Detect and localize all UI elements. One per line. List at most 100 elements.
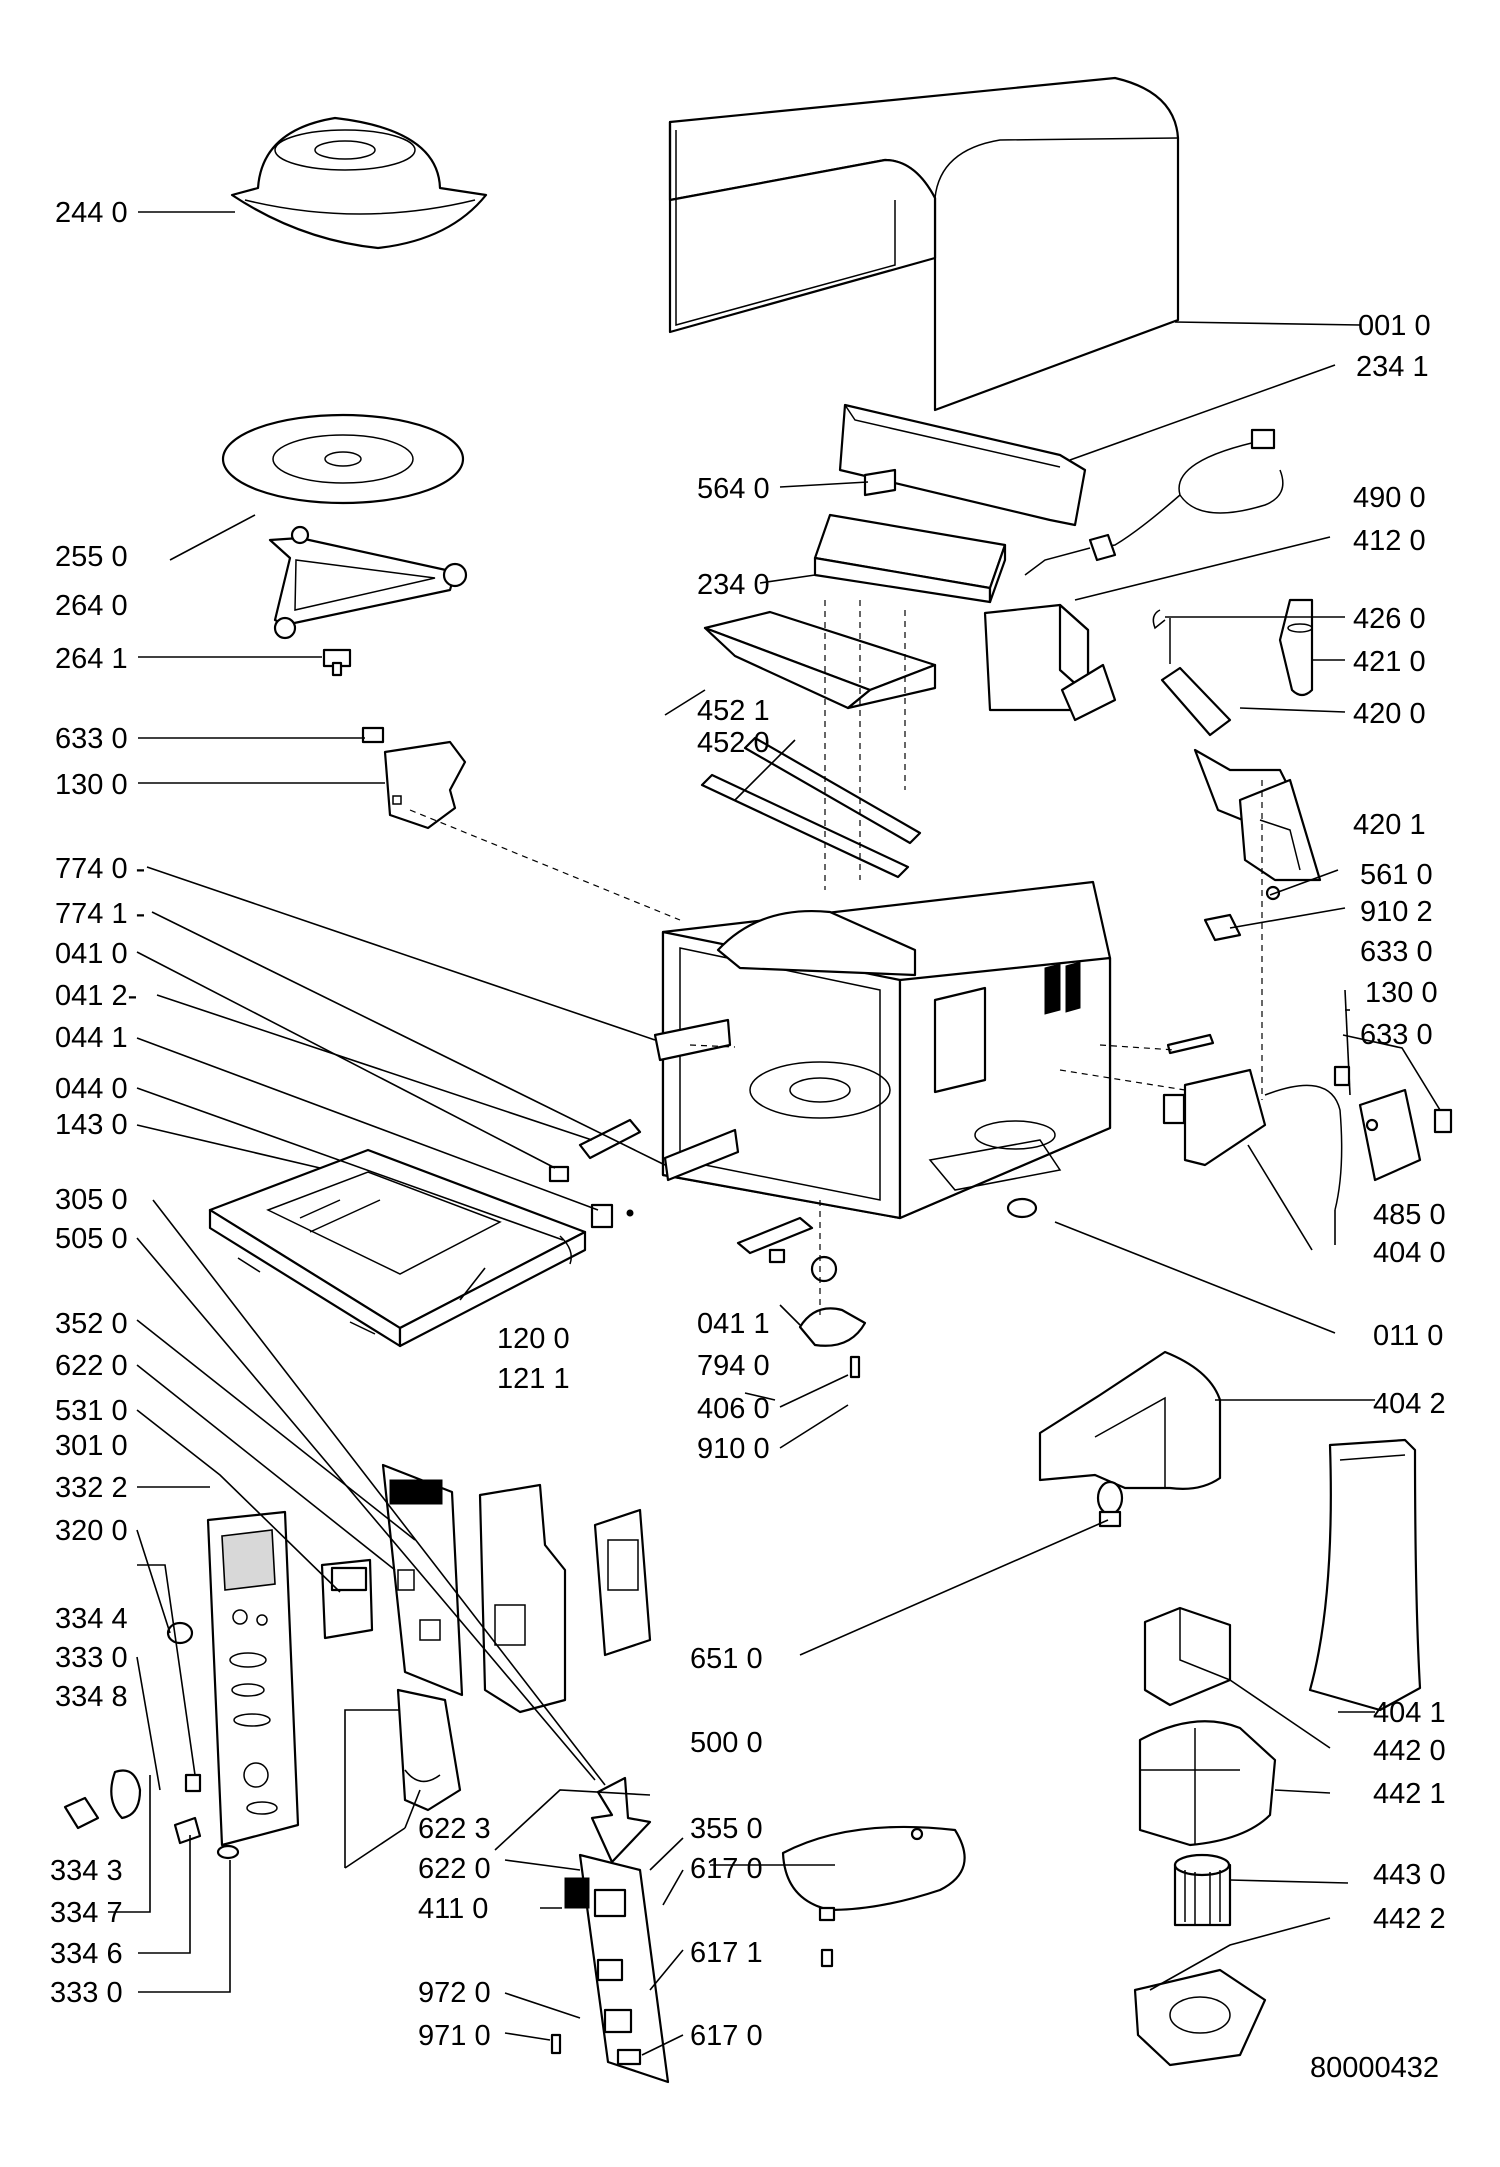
part-001-0-outer-casing (668, 76, 1180, 412)
part-910-2-screw (1166, 1033, 1215, 1055)
label-334-4: 334 4 (55, 1603, 128, 1635)
part-442-1-fan-housing (1138, 1720, 1277, 1847)
part-011-0-foot (1006, 1197, 1038, 1219)
label-011-0: 011 0 (1373, 1320, 1443, 1352)
part-443-0-fan-wheel (1173, 1853, 1232, 1927)
label-355-0: 355 0 (690, 1813, 763, 1845)
label-443-0: 443 0 (1373, 1859, 1446, 1891)
label-774-1: 774 1 - (55, 898, 145, 930)
label-041-2: 041 2- (55, 980, 137, 1012)
label-561-0: 561 0 (1360, 859, 1433, 891)
part-041-0-screws (548, 1118, 642, 1183)
label-485-0: 485 0 (1373, 1199, 1446, 1231)
label-617-0-b: 617 0 (690, 2020, 763, 2052)
label-333-0-a: 333 0 (55, 1642, 128, 1674)
part-234-0-waveguide (813, 513, 1007, 604)
part-255-0-turntable-plate (221, 413, 465, 505)
label-130-0-b: 130 0 (1365, 977, 1438, 1009)
label-531-0: 531 0 (55, 1395, 128, 1427)
label-130-0-a: 130 0 (55, 769, 128, 801)
part-490-0-power-cord (1024, 428, 1284, 576)
label-001-0: 001 0 (1358, 310, 1431, 342)
part-labels: 244 0 001 0 234 1 564 0 490 0 412 0 255 … (50, 197, 1446, 2084)
part-561-0-clip (1203, 913, 1242, 942)
label-651-0: 651 0 (690, 1643, 763, 1675)
label-404-1: 404 1 (1373, 1697, 1446, 1729)
label-794-0: 794 0 (697, 1350, 770, 1382)
part-244-0-dome-cover (230, 116, 488, 250)
part-411-0-power-board (564, 1853, 670, 2084)
part-452-0-rails (700, 736, 922, 879)
part-420-1-bracket-plate (1238, 778, 1322, 901)
label-971-0: 971 0 (418, 2020, 491, 2052)
label-633-0-c: 633 0 (1360, 1019, 1433, 1051)
label-234-0: 234 0 (697, 569, 770, 601)
label-044-1: 044 1 (55, 1022, 128, 1054)
label-505-0: 505 0 (55, 1223, 128, 1255)
label-411-0: 411 0 (418, 1893, 488, 1925)
label-500-0: 500 0 (690, 1727, 763, 1759)
part-404-0-fan-motor-bracket (1162, 1068, 1343, 1211)
part-130-0-bracket-left (361, 726, 467, 830)
label-420-1: 420 1 (1353, 809, 1426, 841)
label-305-0: 305 0 (55, 1184, 128, 1216)
part-452-1-air-duct (703, 610, 937, 710)
label-334-3: 334 3 (50, 1855, 123, 1887)
part-lamp-cover-plate (781, 1825, 966, 1968)
part-332-2-switch (320, 1558, 374, 1640)
label-774-0: 774 0 - (55, 853, 145, 885)
part-651-0-lamp (1096, 1480, 1124, 1528)
label-421-0: 421 0 (1353, 646, 1426, 678)
part-971-0-fuse (550, 2033, 562, 2055)
label-334-8: 334 8 (55, 1681, 128, 1713)
label-972-0: 972 0 (418, 1977, 491, 2009)
label-244-0: 244 0 (55, 197, 128, 229)
part-264-1-coupler (322, 648, 352, 677)
part-442-2-mounting-plate (1133, 1968, 1267, 2067)
part-774-0-hinge-plate (653, 1018, 740, 1182)
label-452-1: 452 1 (697, 695, 770, 727)
label-234-1: 234 1 (1356, 351, 1429, 383)
label-333-0-b: 333 0 (50, 1977, 123, 2009)
part-main-cavity (661, 880, 1112, 1220)
label-442-2: 442 2 (1373, 1903, 1446, 1935)
label-334-7: 334 7 (50, 1897, 123, 1929)
part-505-0-board-carrier (478, 1483, 652, 1714)
part-404-2-air-guide (1038, 1350, 1222, 1490)
part-334-knobs (63, 1621, 240, 1860)
label-352-0: 352 0 (55, 1308, 128, 1340)
diagram-id: 80000432 (1310, 2052, 1439, 2084)
leader-lines (108, 211, 1441, 2056)
label-633-0-b: 633 0 (1360, 936, 1433, 968)
label-406-0: 406 0 (697, 1393, 770, 1425)
label-041-1: 041 1 (697, 1308, 770, 1340)
label-320-0: 320 0 (55, 1515, 128, 1547)
label-622-0-b: 622 0 (418, 1853, 491, 1885)
part-transformer (983, 603, 1117, 722)
label-490-0: 490 0 (1353, 482, 1426, 514)
label-452-0: 452 0 (697, 727, 770, 759)
part-264-0-roller-ring (268, 525, 468, 640)
label-622-0-a: 622 0 (55, 1350, 128, 1382)
label-041-0: 041 0 (55, 938, 128, 970)
alignment-lines (409, 600, 1263, 1315)
label-442-0: 442 0 (1373, 1735, 1446, 1767)
label-564-0: 564 0 (697, 473, 770, 505)
label-910-2: 910 2 (1360, 896, 1433, 928)
label-617-1: 617 1 (690, 1937, 763, 1969)
label-121-1: 121 1 (497, 1363, 570, 1395)
label-910-0: 910 0 (697, 1433, 770, 1465)
label-044-0: 044 0 (55, 1073, 128, 1105)
label-622-3: 622 3 (418, 1813, 491, 1845)
label-442-1: 442 1 (1373, 1778, 1446, 1810)
label-264-0: 264 0 (55, 590, 128, 622)
label-255-0: 255 0 (55, 541, 128, 573)
label-301-0: 301 0 (55, 1430, 128, 1462)
label-143-0: 143 0 (55, 1109, 128, 1141)
part-500-0-arrow (590, 1776, 652, 1864)
part-130-0-bracket-right (1333, 1065, 1453, 1182)
part-404-1-air-channel (1308, 1438, 1422, 1712)
part-622-3-bracket (396, 1688, 462, 1812)
label-332-2: 332 2 (55, 1472, 128, 1504)
